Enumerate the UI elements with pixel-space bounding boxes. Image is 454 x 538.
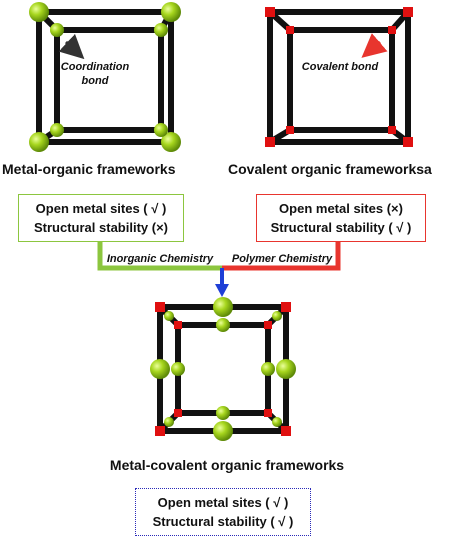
metal-node <box>50 23 64 37</box>
covalent-node <box>403 7 413 17</box>
metal-node <box>272 417 282 427</box>
mof-property-structural-stability: Structural stability (×) <box>34 220 168 235</box>
covalent-node <box>403 137 413 147</box>
mof-property-open-metal-sites: Open metal sites ( √ ) <box>35 201 167 216</box>
mcof-metal-nodes <box>150 297 296 441</box>
inorganic-chemistry-label: Inorganic Chemistry <box>107 253 214 265</box>
covalent-node <box>265 137 275 147</box>
covalent-node <box>155 426 165 436</box>
covalent-node <box>155 302 165 312</box>
mof-back-face <box>54 27 164 133</box>
metal-node <box>276 359 296 379</box>
mcof-back-face <box>175 322 271 416</box>
metal-node <box>213 297 233 317</box>
metal-node <box>216 406 230 420</box>
mcof-covalent-nodes <box>155 302 291 436</box>
covalent-bond-arrow <box>361 33 388 58</box>
mcof-property-open-metal-sites: Open metal sites ( √ ) <box>157 495 289 510</box>
metal-node <box>164 311 174 321</box>
metal-node <box>213 421 233 441</box>
mof-bond-label-line1: Coordination <box>61 61 130 73</box>
cof-property-open-metal-sites: Open metal sites (×) <box>279 201 403 216</box>
metal-node <box>154 23 168 37</box>
mof-caption: Metal-organic frameworks <box>2 161 176 177</box>
mcof-caption: Metal-covalent organic frameworks <box>109 457 345 473</box>
covalent-node <box>388 126 396 134</box>
covalent-node <box>174 409 182 417</box>
merge-connectors: Inorganic Chemistry Polymer Chemistry <box>97 241 341 297</box>
covalent-node <box>281 302 291 312</box>
cof-caption: Covalent organic frameworksa <box>228 161 432 177</box>
covalent-node <box>388 26 396 34</box>
metal-node <box>216 318 230 332</box>
covalent-node <box>174 321 182 329</box>
metal-node <box>154 123 168 137</box>
cof-front-face <box>267 9 411 145</box>
metal-node <box>161 132 181 152</box>
metal-node <box>261 362 275 376</box>
mof-properties-box: Open metal sites ( √ ) Structural stabil… <box>18 194 184 242</box>
mof-front-face <box>36 9 174 145</box>
metal-node <box>164 417 174 427</box>
covalent-node <box>286 126 294 134</box>
covalent-node <box>281 426 291 436</box>
metal-node <box>29 132 49 152</box>
cof-property-structural-stability: Structural stability ( √ ) <box>270 220 412 235</box>
cof-back-face <box>287 27 395 133</box>
metal-node <box>272 311 282 321</box>
metal-node <box>29 2 49 22</box>
mof-metal-nodes <box>29 2 181 152</box>
merge-arrow-head <box>215 284 229 297</box>
polymer-branch-line <box>222 241 341 271</box>
covalent-node <box>264 409 272 417</box>
cof-properties-box: Open metal sites (×) Structural stabilit… <box>256 194 426 242</box>
covalent-node <box>286 26 294 34</box>
mcof-cube <box>150 297 296 441</box>
covalent-node <box>265 7 275 17</box>
metal-node <box>50 123 64 137</box>
cof-covalent-nodes <box>265 7 413 147</box>
metal-node <box>161 2 181 22</box>
polymer-chemistry-label: Polymer Chemistry <box>232 253 333 265</box>
mof-bond-label-line2: bond <box>82 75 109 87</box>
mcof-property-structural-stability: Structural stability ( √ ) <box>152 514 294 529</box>
cof-bond-label: Covalent bond <box>302 61 379 73</box>
coordination-bond-arrow <box>58 33 85 60</box>
metal-node <box>150 359 170 379</box>
cof-cube: Covalent bond <box>265 7 413 147</box>
covalent-node <box>264 321 272 329</box>
metal-node <box>171 362 185 376</box>
inorganic-branch-line <box>97 241 222 271</box>
mcof-properties-box: Open metal sites ( √ ) Structural stabil… <box>135 488 311 536</box>
mof-cube: Coordination bond <box>29 2 181 152</box>
